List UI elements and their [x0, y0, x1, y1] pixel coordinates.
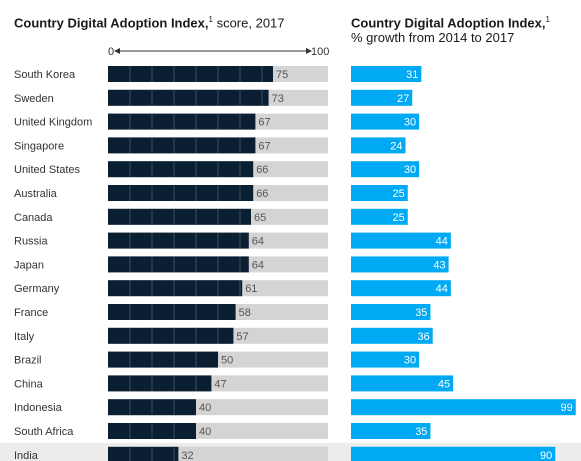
growth-value-label: 43 — [433, 259, 445, 271]
score-value-label: 64 — [252, 259, 264, 271]
score-value-label: 40 — [199, 402, 211, 414]
score-title-bold: Country Digital Adoption Index, — [14, 15, 209, 31]
growth-bar — [351, 137, 406, 154]
growth-value-label: 30 — [404, 117, 416, 129]
axis-min-label: 0 — [108, 46, 114, 58]
score-value-label: 66 — [256, 164, 268, 176]
score-bar — [108, 256, 249, 273]
growth-value-label: 30 — [404, 355, 416, 367]
country-label: Australia — [14, 188, 58, 200]
growth-value-label: 35 — [415, 307, 427, 319]
axis-arrow-right — [306, 48, 312, 54]
growth-bar — [351, 423, 431, 439]
country-label: Germany — [14, 283, 60, 295]
score-bar — [108, 304, 236, 320]
score-value-label: 66 — [256, 188, 268, 200]
score-value-label: 67 — [258, 117, 270, 129]
country-label: Indonesia — [14, 402, 63, 414]
score-value-label: 61 — [245, 283, 257, 295]
country-label: Russia — [14, 236, 49, 248]
score-value-label: 50 — [221, 355, 233, 367]
growth-value-label: 30 — [404, 164, 416, 176]
score-value-label: 64 — [252, 236, 264, 248]
score-title-rest: score, 2017 — [212, 15, 285, 31]
score-bar — [108, 66, 273, 82]
score-value-label: 73 — [272, 93, 284, 105]
score-bar — [108, 280, 243, 297]
country-label: Sweden — [14, 93, 54, 105]
score-value-label: 40 — [199, 426, 211, 438]
score-value-label: 57 — [236, 331, 248, 343]
axis-arrow-left — [114, 48, 120, 54]
country-label: Singapore — [14, 140, 64, 152]
country-label: France — [14, 307, 48, 319]
growth-bar — [351, 161, 420, 178]
score-value-label: 67 — [258, 140, 270, 152]
growth-bar — [351, 375, 454, 392]
growth-value-label: 35 — [415, 426, 427, 438]
growth-value-label: 36 — [417, 331, 429, 343]
country-label: South Africa — [14, 426, 74, 438]
score-value-label: 75 — [276, 69, 288, 81]
growth-value-label: 25 — [393, 188, 405, 200]
score-value-label: 47 — [214, 378, 226, 390]
score-bar — [108, 446, 179, 461]
growth-bar — [351, 446, 556, 461]
score-value-label: 65 — [254, 212, 266, 224]
country-label: Canada — [14, 212, 53, 224]
growth-title-footnote: 1 — [545, 15, 550, 24]
growth-value-label: 99 — [560, 402, 572, 414]
score-chart-title: Country Digital Adoption Index,1 score, … — [14, 12, 285, 30]
score-bar — [108, 137, 256, 154]
growth-bar — [351, 208, 408, 225]
growth-title-bold: Country Digital Adoption Index, — [351, 15, 546, 31]
axis-max-label: 100 — [311, 46, 329, 58]
growth-bar — [351, 256, 449, 273]
score-bar — [108, 161, 254, 178]
growth-bar — [351, 399, 576, 416]
score-bar — [108, 375, 212, 392]
growth-value-label: 45 — [438, 378, 450, 390]
score-value-label: 32 — [181, 450, 193, 461]
country-label: United States — [14, 164, 81, 176]
score-bar — [108, 327, 234, 344]
growth-value-label: 31 — [406, 69, 418, 81]
score-value-label: 58 — [239, 307, 251, 319]
score-bar — [108, 89, 269, 106]
score-title-footnote: 1 — [208, 15, 213, 24]
country-label: Brazil — [14, 355, 42, 367]
score-bar — [108, 208, 251, 225]
score-bar — [108, 232, 249, 249]
growth-value-label: 27 — [397, 93, 409, 105]
country-label: China — [14, 378, 44, 390]
growth-bar — [351, 185, 408, 201]
score-bar — [108, 185, 254, 201]
growth-bar — [351, 280, 451, 297]
country-label: Italy — [14, 331, 35, 343]
growth-bar — [351, 113, 420, 130]
country-label: Japan — [14, 259, 44, 271]
growth-value-label: 90 — [540, 450, 552, 461]
growth-bar — [351, 351, 420, 368]
growth-value-label: 44 — [436, 283, 448, 295]
growth-bar — [351, 327, 433, 344]
country-label: India — [14, 450, 39, 461]
growth-chart-title: Country Digital Adoption Index,1 % growt… — [351, 12, 550, 45]
score-bar — [108, 113, 256, 130]
score-bar — [108, 351, 218, 368]
growth-bar — [351, 232, 451, 249]
growth-value-label: 44 — [436, 236, 448, 248]
growth-bar — [351, 66, 422, 82]
growth-value-label: 25 — [393, 212, 405, 224]
growth-value-label: 24 — [390, 140, 402, 152]
growth-bar — [351, 304, 431, 320]
country-label: South Korea — [14, 69, 76, 81]
growth-bar — [351, 89, 413, 106]
growth-title-subtitle: % growth from 2014 to 2017 — [351, 30, 515, 46]
country-label: United Kingdom — [14, 117, 92, 129]
score-axis: 0 100 — [108, 46, 329, 58]
